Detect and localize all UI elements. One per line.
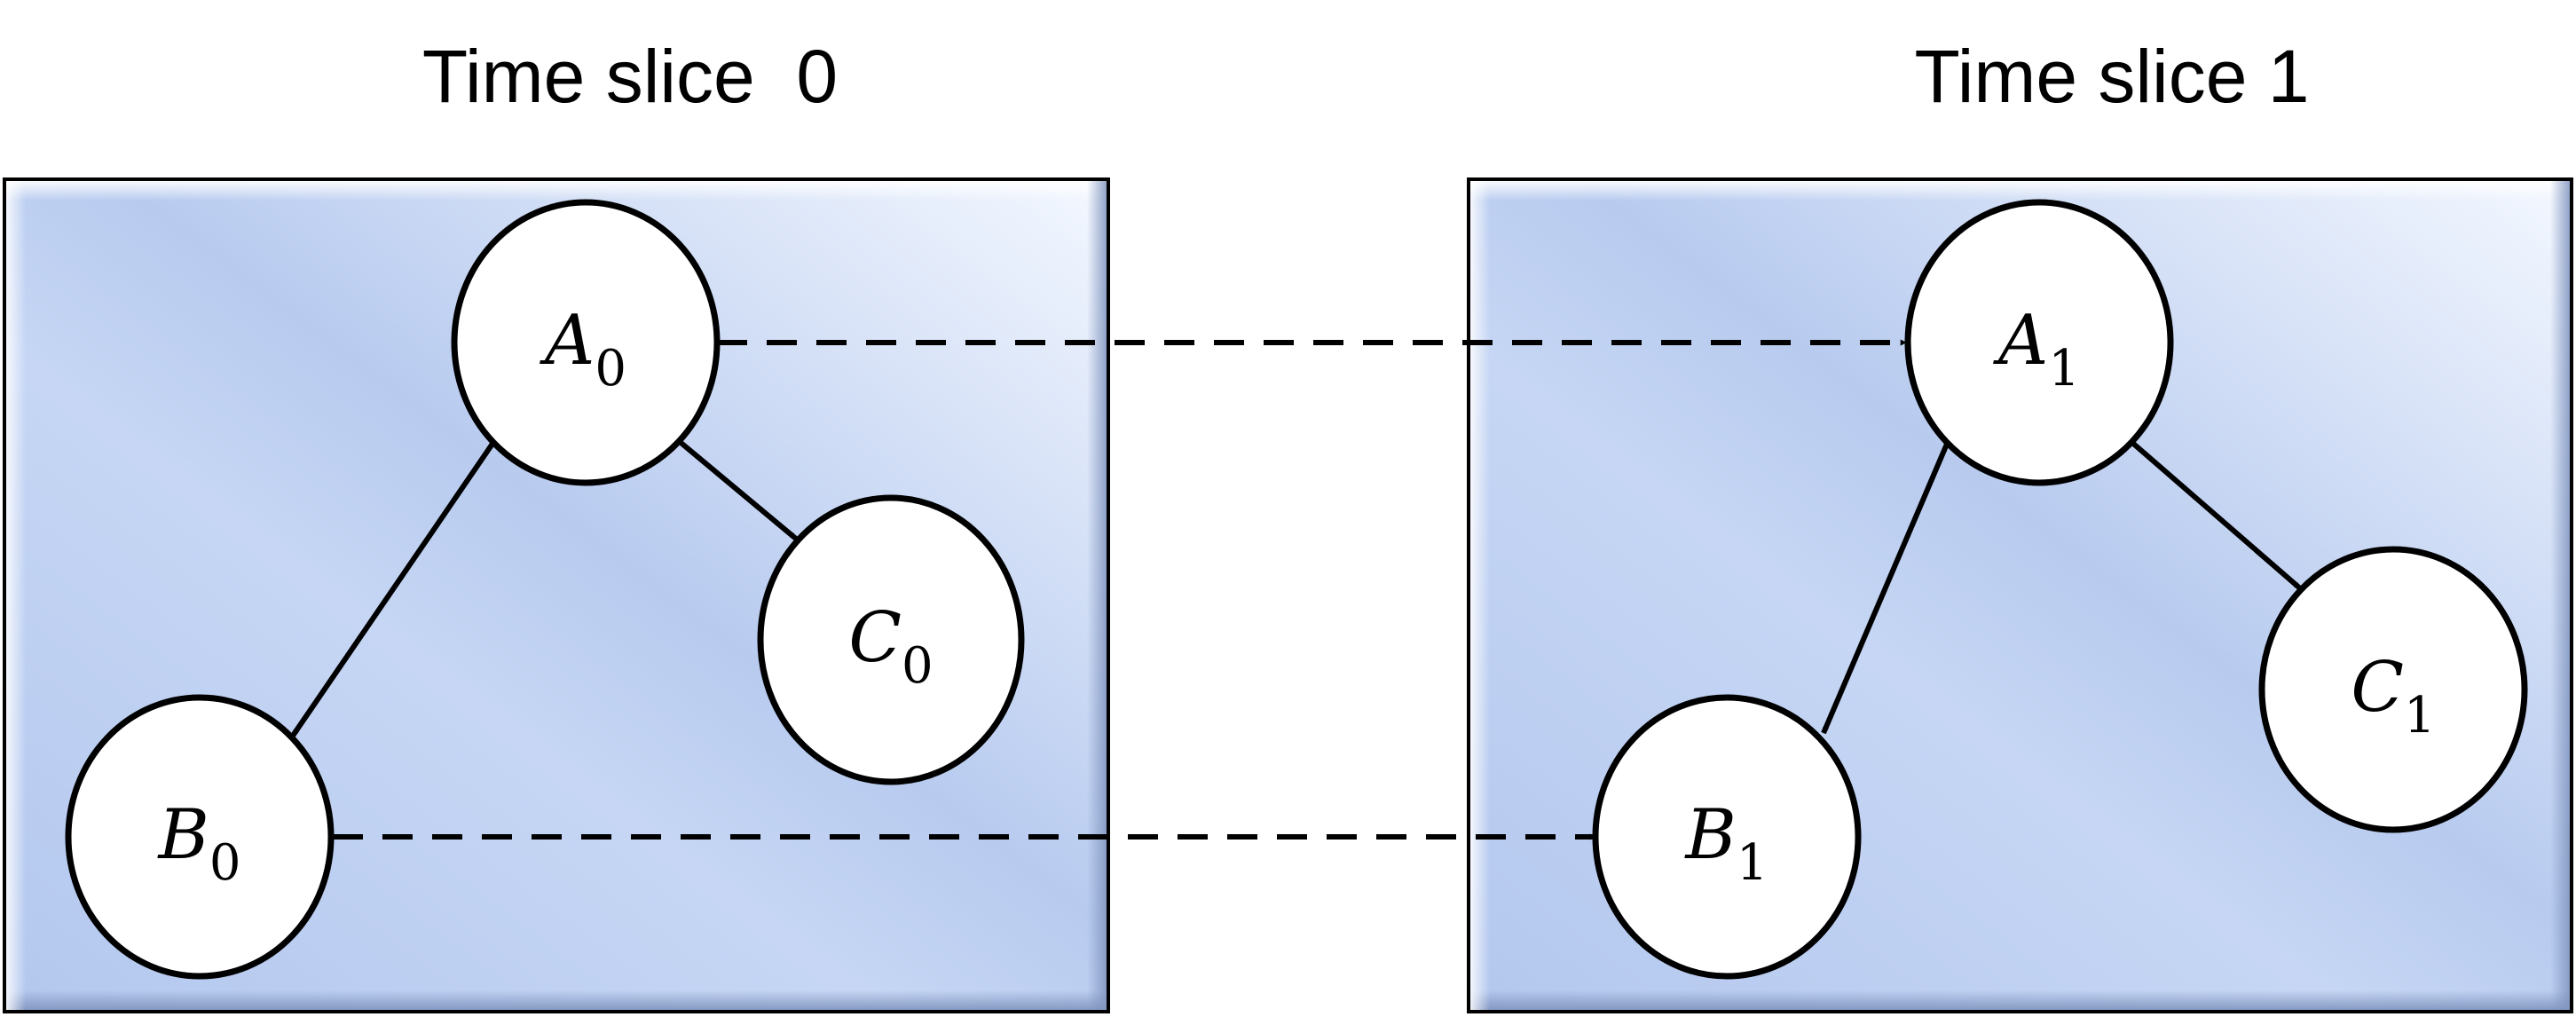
svg-text:C0: C0 bbox=[848, 598, 933, 695]
node-b0: B0 bbox=[65, 694, 335, 980]
svg-text:B0: B0 bbox=[157, 795, 241, 892]
svg-text:B1: B1 bbox=[1684, 795, 1769, 892]
node-b1-sub: 1 bbox=[1737, 834, 1769, 892]
edge-a1-c1 bbox=[2130, 439, 2302, 591]
node-c0-var: C bbox=[848, 598, 902, 678]
slice-0-title: Time slice 0 bbox=[422, 35, 838, 118]
node-b0-sub: 0 bbox=[209, 834, 241, 892]
node-a1: A1 bbox=[1904, 199, 2174, 486]
svg-text:C1: C1 bbox=[2351, 648, 2435, 745]
node-b0-var: B bbox=[157, 795, 209, 875]
edge-a0-b0 bbox=[290, 442, 495, 737]
svg-text:A1: A1 bbox=[1993, 301, 2080, 398]
node-a0-var: A bbox=[540, 301, 595, 381]
node-b1-var: B bbox=[1684, 795, 1737, 875]
node-c0-sub: 0 bbox=[902, 637, 934, 695]
node-c1-var: C bbox=[2351, 648, 2404, 728]
node-b1: B1 bbox=[1592, 694, 1862, 980]
node-a1-var: A bbox=[1993, 301, 2048, 381]
node-c0: C0 bbox=[757, 494, 1025, 785]
node-a0: A0 bbox=[451, 199, 721, 486]
edge-a0-c0 bbox=[677, 438, 798, 541]
slice-1-title: Time slice 1 bbox=[1915, 35, 2310, 118]
node-a1-sub: 1 bbox=[2048, 340, 2080, 398]
node-c1-sub: 1 bbox=[2404, 687, 2436, 745]
edge-a1-b1 bbox=[1821, 440, 1950, 735]
node-c1: C1 bbox=[2258, 546, 2528, 833]
svg-text:A0: A0 bbox=[540, 301, 626, 398]
edges bbox=[290, 339, 2302, 840]
node-a0-sub: 0 bbox=[595, 340, 626, 398]
